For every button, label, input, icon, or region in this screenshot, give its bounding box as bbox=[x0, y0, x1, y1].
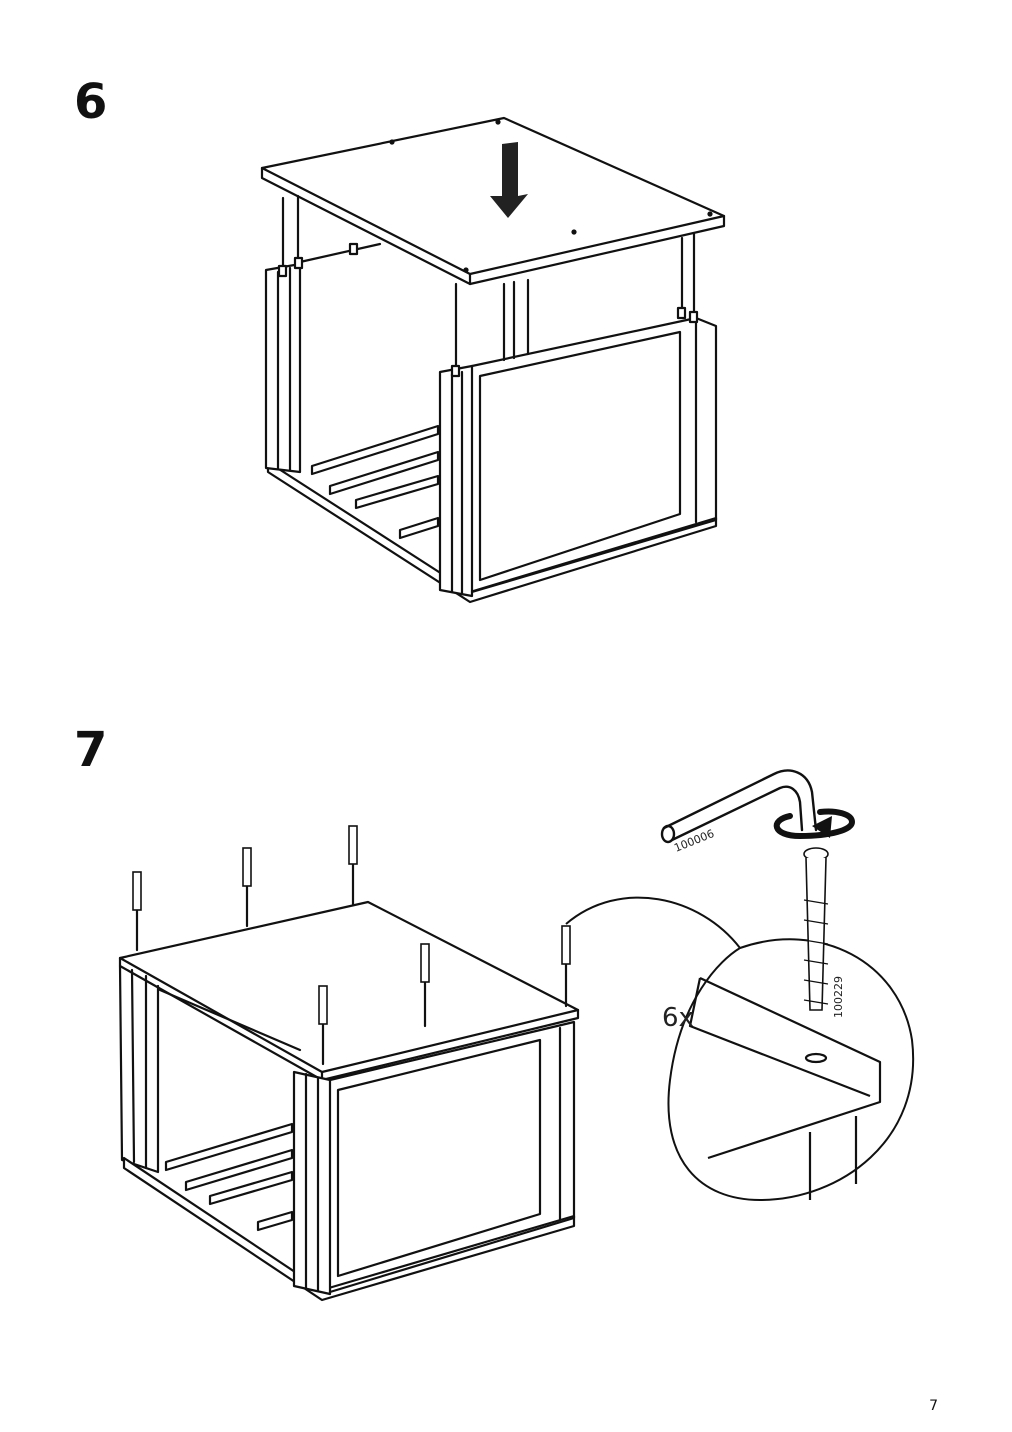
part-code-allen-key: 100006 bbox=[672, 827, 716, 855]
allen-key-icon bbox=[660, 769, 818, 844]
rotate-arrow-icon bbox=[773, 808, 856, 840]
quantity-label: 6x bbox=[662, 1003, 694, 1033]
magnifier-callout-icon bbox=[565, 896, 915, 1202]
part-code-screw: 100229 bbox=[832, 976, 845, 1018]
step-7-number: 7 bbox=[74, 722, 108, 778]
step-6-number: 6 bbox=[74, 74, 108, 130]
step-6-illustration bbox=[260, 116, 726, 604]
page-number: 7 bbox=[929, 1398, 938, 1414]
down-arrow-icon bbox=[490, 142, 528, 218]
